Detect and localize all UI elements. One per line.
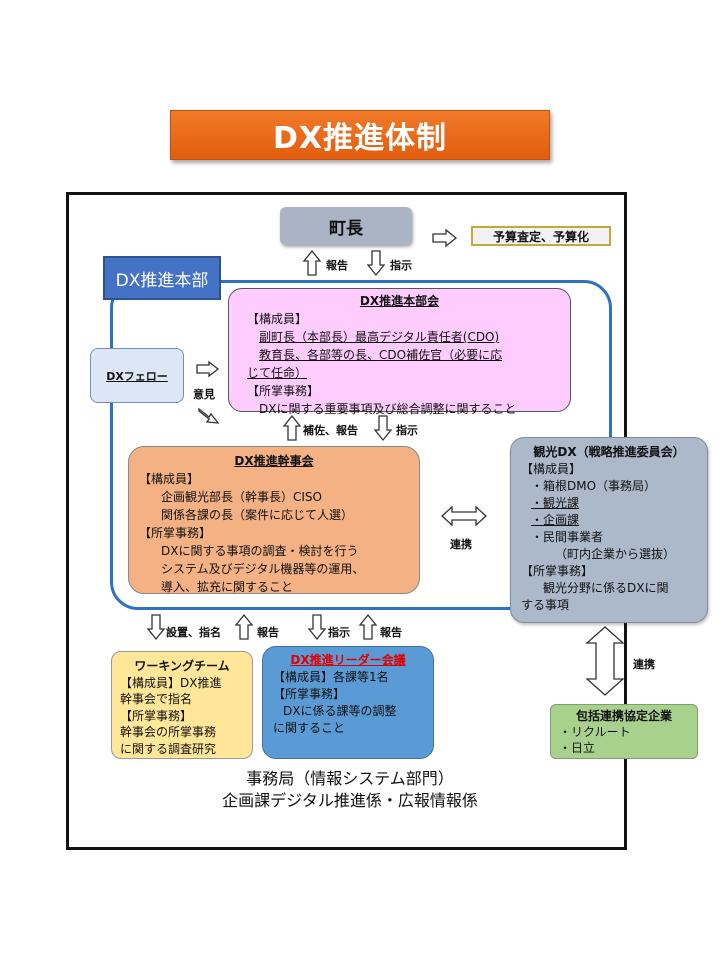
kanko-member: ・箱根DMO（事務局）: [531, 479, 657, 493]
honbu-duties-head: 【所掌事務】: [247, 384, 320, 398]
kanji-duty: 導入、拡充に関すること: [161, 580, 294, 594]
kanko-title: 観光DX（戦略推進委員会）: [533, 445, 685, 459]
kanji-box: DX推進幹事会 【構成員】 企画観光部長（幹事長）CISO 関係各課の長（案件に…: [128, 446, 420, 594]
label-assist-report: 補佐、報告: [303, 424, 358, 437]
page-title: DX推進体制: [170, 110, 550, 160]
kanji-members-head: 【構成員】: [139, 472, 200, 486]
working-team-box: ワーキングチーム 【構成員】DX推進 幹事会で指名 【所掌事務】 幹事会の所掌事…: [111, 651, 253, 759]
label-coordinate: 連携: [450, 538, 472, 551]
arrow-up-icon: [358, 613, 378, 640]
honbu-duty: DXに関する重要事項及び総合調整に関すること: [259, 402, 517, 416]
honbu-member: 教育長、各部等の長、CDO補佐官（必要に応: [259, 348, 503, 362]
secretariat: 事務局（情報システム部門） 企画課デジタル推進係・広報情報係: [140, 768, 560, 812]
partner-line: ・日立: [559, 741, 596, 755]
arrow-down-icon: [366, 250, 386, 277]
label-instruct: 指示: [390, 259, 412, 272]
secretariat-line: 事務局（情報システム部門）: [246, 769, 454, 788]
arrow-down-icon: [146, 614, 166, 641]
leader-line: 【構成員】各課等1名: [273, 670, 389, 684]
arrow-down-icon: [373, 415, 393, 442]
wg-line: 【構成員】DX推進: [120, 675, 222, 690]
leader-line: に関すること: [273, 721, 346, 735]
kanji-duty: DXに関する事項の調査・検討を行う: [161, 544, 359, 558]
wg-line: に関する調査研究: [120, 741, 217, 756]
arrow-right-icon: [196, 360, 220, 378]
kanko-duty: する事項: [521, 598, 570, 612]
kanji-member: 企画観光部長（幹事長）CISO: [161, 490, 322, 504]
arrow-up-icon: [282, 414, 302, 441]
label-report: 報告: [257, 626, 279, 639]
fellow-label: DXフェロー: [106, 369, 168, 383]
leader-line: 【所掌事務】: [273, 687, 346, 701]
label-report: 報告: [380, 626, 402, 639]
honbu-members-head: 【構成員】: [247, 312, 308, 326]
fellow-box: DXフェロー: [90, 348, 184, 403]
kanko-members-head: 【構成員】: [521, 462, 582, 476]
kanji-title: DX推進幹事会: [234, 454, 314, 468]
arrow-up-icon: [302, 249, 322, 276]
kanji-member: 関係各課の長（案件に応じて人選）: [161, 508, 354, 522]
mayor-box: 町長: [280, 207, 412, 245]
budget-box: 予算査定、予算化: [471, 226, 611, 246]
secretariat-line: 企画課デジタル推進係・広報情報係: [222, 791, 478, 810]
label-opinion: 意見: [193, 388, 215, 401]
hq-label: DX推進本部: [103, 256, 221, 300]
partner-title: 包括連携協定企業: [575, 709, 672, 723]
arrow-up-down-icon: [585, 626, 625, 696]
arrow-right-icon: [432, 228, 458, 248]
kanko-duty: 観光分野に係るDXに関: [543, 581, 669, 595]
label-instruct: 指示: [396, 424, 418, 437]
leader-line: DXに係る課等の調整: [283, 704, 397, 718]
kanji-duties-head: 【所掌事務】: [139, 526, 212, 540]
wg-line: 幹事会の所掌事務: [120, 725, 217, 739]
label-setup-appoint: 設置、指名: [166, 626, 221, 639]
wg-line: 【所掌事務】: [120, 708, 193, 723]
arrow-up-icon: [234, 613, 254, 640]
wg-line: 幹事会で指名: [120, 692, 193, 706]
label-coordinate: 連携: [633, 658, 655, 671]
kanko-member: （町内企業から選抜）: [555, 547, 676, 561]
kanji-duty: システム及びデジタル機器等の運用、: [161, 562, 365, 576]
kanko-member: ・観光課: [531, 496, 580, 510]
kanko-member: ・企画課: [531, 513, 580, 527]
kanko-duties-head: 【所掌事務】: [521, 564, 594, 578]
partner-box: 包括連携協定企業 ・リクルート ・日立: [550, 704, 698, 759]
arrow-left-right-icon: [441, 505, 487, 527]
kanko-box: 観光DX（戦略推進委員会） 【構成員】 ・箱根DMO（事務局） ・観光課 ・企画…: [510, 437, 708, 623]
arrow-down-icon: [307, 614, 327, 641]
kanko-member: ・民間事業者: [531, 530, 604, 544]
honbu-member: 副町長（本部長）最高デジタル責任者(CDO): [259, 330, 500, 344]
honbu-member: じて任命）: [247, 366, 308, 380]
label-instruct: 指示: [328, 626, 350, 639]
leader-title: DX推進リーダー会議: [290, 653, 406, 667]
honbu-box: DX推進本部会 【構成員】 副町長（本部長）最高デジタル責任者(CDO) 教育長…: [228, 288, 571, 416]
arrow-diagonal-icon: [198, 407, 220, 424]
wg-title: ワーキングチーム: [134, 659, 230, 673]
leader-meeting-box: DX推進リーダー会議 【構成員】各課等1名 【所掌事務】 DXに係る課等の調整 …: [262, 646, 434, 759]
honbu-title: DX推進本部会: [359, 294, 440, 308]
label-report: 報告: [326, 259, 348, 272]
partner-line: ・リクルート: [559, 725, 631, 739]
